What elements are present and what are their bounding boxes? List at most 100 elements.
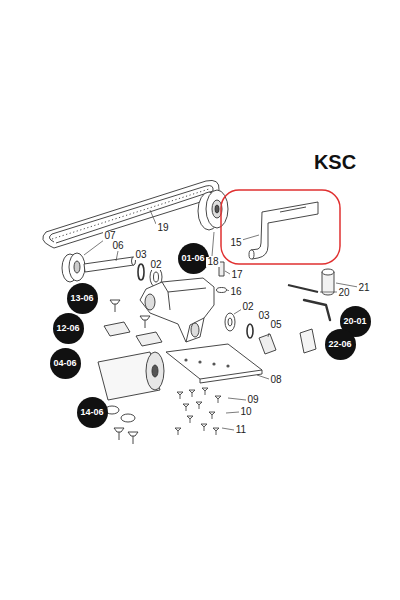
rod — [288, 285, 318, 292]
leader-line — [268, 333, 269, 337]
base-plate-edge — [200, 370, 262, 383]
belt-inner — [49, 186, 213, 243]
bracket-slot — [280, 207, 306, 212]
callout-number: 09 — [246, 395, 259, 405]
drum-bore — [152, 365, 158, 377]
callout-code: 20-01 — [343, 317, 366, 326]
callout-code: 22-06 — [328, 340, 351, 349]
leader-line — [212, 232, 214, 256]
plate-hole — [226, 364, 229, 367]
callout-code: 04-06 — [53, 359, 76, 368]
plate-hole — [184, 358, 187, 361]
belt-teeth — [52, 189, 209, 239]
pulley-bore — [215, 205, 219, 213]
callout-number: 03 — [134, 250, 147, 260]
small-screw — [196, 402, 202, 409]
knife — [104, 322, 130, 336]
callout-number: 07 — [103, 231, 116, 241]
bearing — [225, 313, 235, 331]
leader-line — [257, 375, 269, 379]
callout-number: 21 — [357, 283, 370, 293]
screw — [110, 300, 120, 312]
screw — [128, 432, 138, 444]
small-screw — [202, 388, 208, 395]
small-screw — [209, 412, 215, 419]
small-screw — [177, 392, 183, 399]
screw — [114, 428, 124, 440]
callout-number: 02 — [149, 260, 162, 270]
drum-end — [146, 352, 164, 390]
part-callout: 01-06 — [178, 243, 209, 274]
callout-number: 15 — [229, 238, 242, 248]
plate-hole — [198, 360, 201, 363]
bearing-bore — [154, 272, 159, 282]
diagram-title: KSC — [314, 152, 356, 172]
callout-number: 10 — [239, 407, 252, 417]
callout-number: 11 — [235, 425, 247, 435]
callout-code: 12-06 — [56, 324, 79, 333]
part-callout: 04-06 — [50, 348, 81, 379]
bracket — [251, 202, 318, 259]
plate-hole — [212, 362, 215, 365]
callout-number: 17 — [230, 270, 243, 280]
part-callout: 14-06 — [77, 397, 108, 428]
callout-number: 20 — [337, 288, 350, 298]
housing — [140, 278, 214, 342]
shaft — [84, 257, 134, 272]
small-screw — [189, 390, 195, 397]
belt — [43, 180, 219, 248]
leader-line — [84, 240, 104, 255]
pulley — [69, 253, 85, 281]
leader-line — [320, 292, 338, 293]
part-callout: 22-06 — [325, 329, 356, 360]
pulley-hub — [74, 261, 80, 273]
tube-end — [249, 250, 254, 259]
base-plate — [166, 344, 262, 379]
housing-bore — [145, 294, 155, 310]
bearing-bore — [228, 318, 232, 326]
leader-line — [336, 283, 358, 287]
housing-detail — [162, 282, 206, 342]
callout-number: 19 — [156, 223, 169, 233]
callout-number: 16 — [229, 287, 242, 297]
part-callout: 12-06 — [53, 313, 84, 344]
circlip — [138, 264, 144, 280]
allen-key — [304, 300, 330, 320]
leader-line — [116, 251, 118, 261]
sleeve-top — [322, 269, 334, 275]
highlight-frame — [221, 190, 340, 264]
small-screw — [187, 416, 193, 423]
washer — [217, 288, 227, 293]
blade-plate — [300, 329, 316, 353]
washer — [121, 414, 135, 422]
bolt — [219, 262, 224, 276]
leader-line — [150, 210, 156, 224]
callout-code: 01-06 — [181, 254, 204, 263]
small-screw — [215, 396, 221, 403]
small-screw — [213, 428, 219, 435]
callout-number: 06 — [111, 241, 124, 251]
small-screw — [201, 424, 207, 431]
knife — [136, 332, 162, 346]
callout-code: 13-06 — [70, 294, 93, 303]
leader-line — [228, 398, 246, 400]
housing-bore — [191, 323, 199, 337]
leader-line — [226, 412, 239, 413]
screw — [140, 316, 150, 328]
small-screw — [175, 428, 181, 435]
leader-line — [225, 271, 230, 274]
leader-line — [222, 428, 234, 430]
callout-number: 08 — [269, 375, 282, 385]
callout-code: 14-06 — [80, 408, 103, 417]
small-screw — [183, 404, 189, 411]
part-callout: 13-06 — [67, 283, 98, 314]
callout-number: 18 — [206, 257, 219, 267]
leader-line — [242, 235, 259, 240]
callout-number: 05 — [269, 320, 282, 330]
sleeve — [322, 272, 334, 295]
pin — [259, 334, 276, 354]
circlip — [247, 324, 253, 338]
callout-number: 02 — [241, 302, 254, 312]
